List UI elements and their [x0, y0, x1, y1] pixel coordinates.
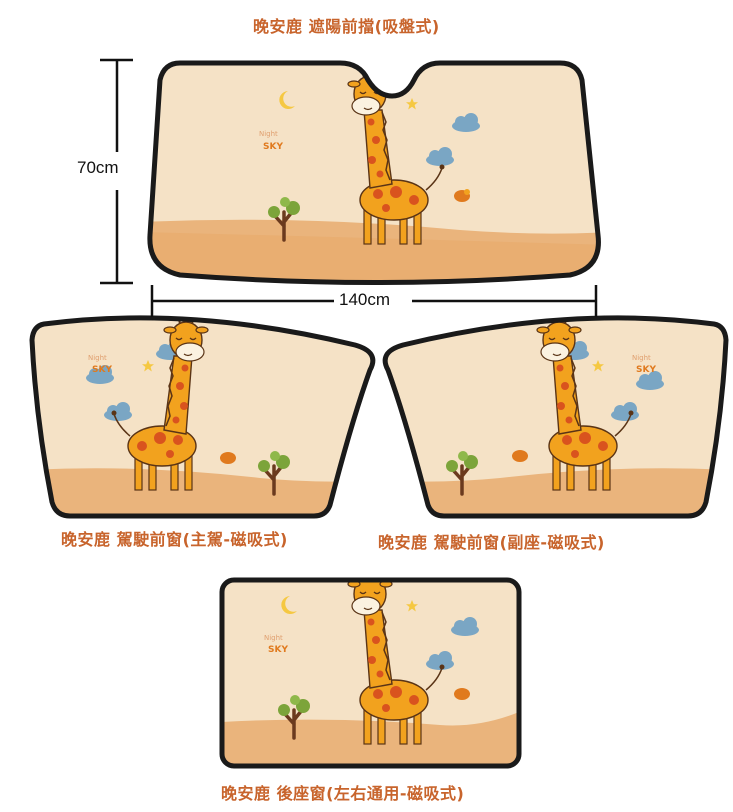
rear-window-panel: Night SKY	[219, 577, 522, 769]
windshield-panel: Night SKY	[147, 60, 601, 285]
width-dimension-line	[150, 285, 598, 317]
caption-windshield: 晚安鹿 遮陽前擋(吸盤式)	[253, 17, 440, 36]
passenger-window-panel: Night SKY	[382, 315, 729, 519]
sky-text: SKY	[636, 365, 656, 375]
night-text: Night	[264, 634, 283, 642]
night-text: Night	[632, 354, 651, 362]
sky-text: SKY	[268, 645, 288, 655]
night-text: Night	[259, 130, 278, 138]
caption-driver-window: 晚安鹿 駕駛前窗(主駕-磁吸式)	[61, 530, 288, 549]
caption-rear-window: 晚安鹿 後座窗(左右通用-磁吸式)	[221, 784, 465, 803]
night-text: Night	[88, 354, 107, 362]
height-dimension-line	[100, 58, 133, 285]
height-dimension-label: 70cm	[77, 158, 119, 177]
width-dimension-label: 140cm	[339, 290, 391, 309]
driver-window-panel: Night SKY	[29, 315, 376, 519]
caption-passenger-window: 晚安鹿 駕駛前窗(副座-磁吸式)	[378, 533, 605, 552]
sky-text: SKY	[92, 365, 112, 375]
sky-text: SKY	[263, 142, 283, 152]
